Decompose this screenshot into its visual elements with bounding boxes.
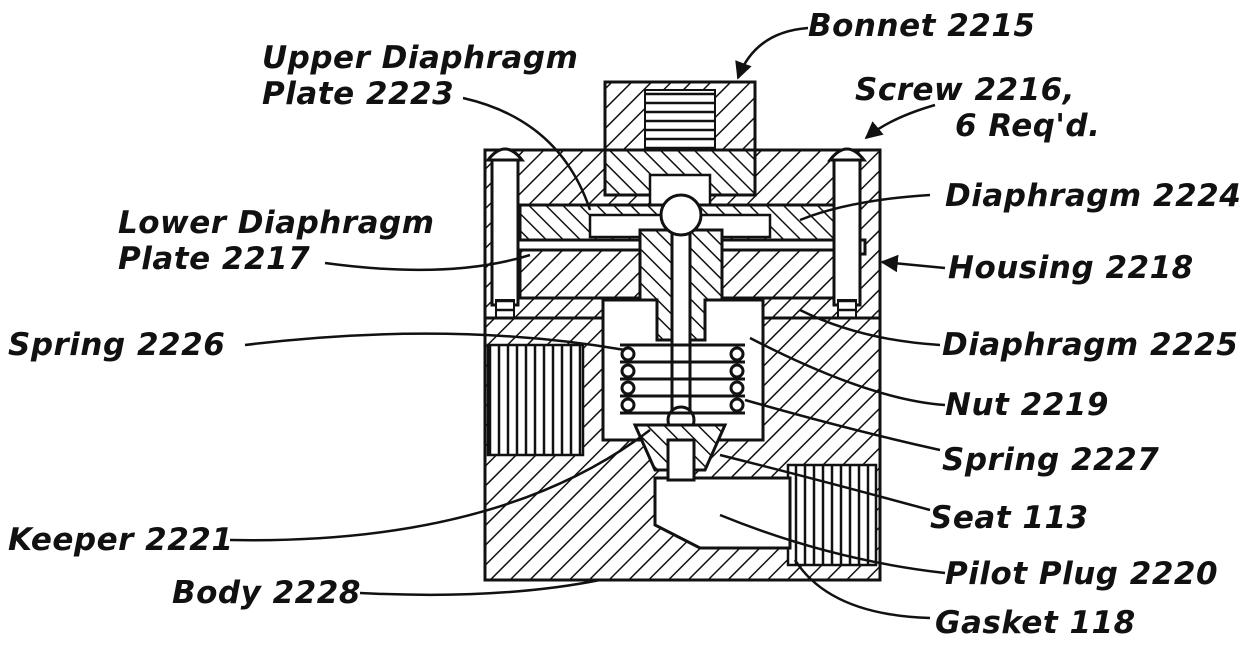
label-pilot-plug: Pilot Plug 2220 bbox=[945, 556, 1219, 592]
label-body: Body 2228 bbox=[172, 575, 361, 611]
keeper-seat bbox=[632, 423, 728, 482]
label-spring-2226: Spring 2226 bbox=[8, 327, 226, 363]
label-upper-diaphragm-plate: Upper Diaphragm Plate 2223 bbox=[262, 40, 578, 112]
label-seat: Seat 113 bbox=[930, 500, 1089, 536]
label-lower-plate-line2: Plate 2217 bbox=[118, 241, 311, 277]
label-upper-plate-line1: Upper Diaphragm bbox=[262, 40, 579, 76]
label-screw: Screw 2216, 6 Req'd. bbox=[855, 72, 1100, 144]
label-keeper: Keeper 2221 bbox=[8, 522, 234, 558]
label-upper-plate-line2: Plate 2223 bbox=[262, 76, 455, 112]
springs bbox=[620, 343, 745, 415]
label-lower-diaphragm-plate: Lower Diaphragm Plate 2217 bbox=[118, 205, 435, 277]
leader-lines bbox=[229, 26, 946, 620]
label-diaphragm-2225: Diaphragm 2225 bbox=[942, 327, 1239, 363]
label-diaphragm-2224: Diaphragm 2224 bbox=[945, 178, 1242, 214]
label-gasket: Gasket 118 bbox=[935, 605, 1136, 641]
label-bonnet: Bonnet 2215 bbox=[808, 8, 1036, 44]
label-lower-plate-line1: Lower Diaphragm bbox=[118, 205, 435, 241]
label-screw-line2: 6 Req'd. bbox=[955, 108, 1101, 144]
label-screw-line1: Screw 2216, bbox=[855, 72, 1076, 108]
label-housing: Housing 2218 bbox=[948, 250, 1194, 286]
label-spring-2227: Spring 2227 bbox=[942, 442, 1160, 478]
label-nut: Nut 2219 bbox=[945, 387, 1109, 423]
